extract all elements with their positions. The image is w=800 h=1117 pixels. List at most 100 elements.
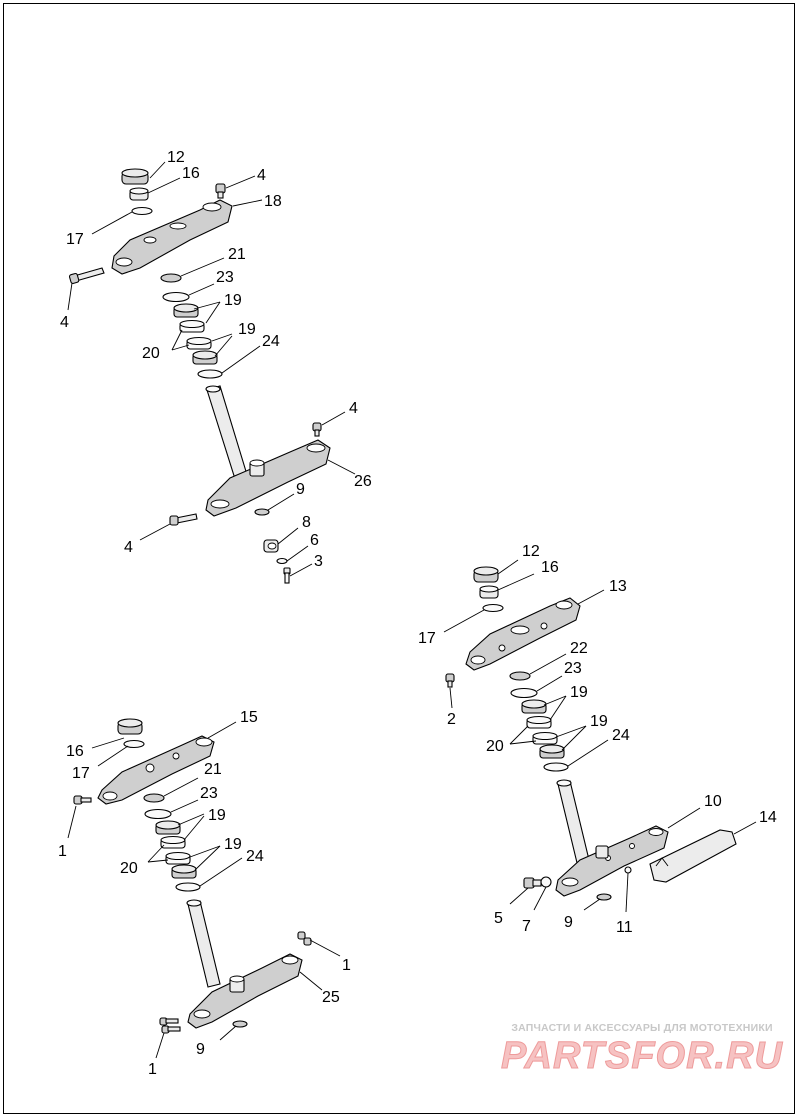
callout-label: 25 <box>322 989 340 1006</box>
part-bearing <box>192 350 218 365</box>
part-washer <box>482 603 504 613</box>
part-washer <box>540 876 552 888</box>
part-seal <box>160 273 182 283</box>
callout-label: 19 <box>238 321 256 338</box>
part-seal <box>509 671 531 681</box>
part-lower-clamp <box>555 779 669 897</box>
callout-label: 4 <box>60 314 69 331</box>
part-dust-shield <box>510 687 538 699</box>
part-seal <box>543 762 569 772</box>
part-bolt <box>312 422 322 437</box>
watermark: ЗАПЧАСТИ И АКСЕССУАРЫ ДЛЯ МОТОТЕХНИКИ PA… <box>492 1022 792 1078</box>
callout-label: 4 <box>124 539 133 556</box>
callout-label: 16 <box>66 743 84 760</box>
part-cover <box>649 829 737 883</box>
part-seal <box>143 793 165 803</box>
part-bolt <box>523 877 542 889</box>
callout-label: 16 <box>541 559 559 576</box>
part-screw <box>283 567 291 584</box>
callout-label: 26 <box>354 473 372 490</box>
callout-label: 16 <box>182 165 200 182</box>
part-bolt <box>159 1017 181 1034</box>
part-race <box>526 715 552 729</box>
watermark-logo: PARTSFOR.RU <box>501 1035 783 1078</box>
callout-label: 21 <box>228 246 246 263</box>
callout-label: 19 <box>208 807 226 824</box>
callout-label: 23 <box>216 269 234 286</box>
callout-label: 11 <box>616 919 633 936</box>
callout-label: 17 <box>72 765 90 782</box>
part-bolt <box>68 267 105 284</box>
part-bearing <box>155 820 181 835</box>
callout-label: 10 <box>704 793 722 810</box>
callout-label: 4 <box>257 167 266 184</box>
callout-label: 9 <box>564 914 573 931</box>
part-bolt <box>215 183 226 199</box>
callout-label: 19 <box>570 684 588 701</box>
part-nut <box>121 168 149 185</box>
part-bearing <box>521 699 547 714</box>
callout-label: 14 <box>759 809 777 826</box>
callout-label: 7 <box>522 918 531 935</box>
callout-label: 2 <box>447 711 456 728</box>
callout-label: 19 <box>224 836 242 853</box>
callout-label: 17 <box>418 630 436 647</box>
part-lower-clamp <box>205 385 331 517</box>
assembly-b: 12 16 13 17 22 23 2 19 19 20 24 10 14 5 … <box>418 543 777 936</box>
part-seal <box>197 369 223 379</box>
part-bolt <box>169 513 198 526</box>
part-upper-clamp <box>465 597 581 671</box>
callout-label: 23 <box>200 785 218 802</box>
callout-label: 20 <box>120 860 138 877</box>
part-bolt <box>297 931 312 946</box>
part-dust-shield <box>144 808 172 820</box>
part-bearing <box>539 744 565 759</box>
callout-label: 17 <box>66 231 84 248</box>
callout-label: 8 <box>302 514 311 531</box>
part-nut <box>117 718 143 735</box>
part-washer <box>131 206 153 216</box>
part-bolt <box>445 673 455 688</box>
callout-label: 9 <box>196 1041 205 1058</box>
callout-label: 23 <box>564 660 582 677</box>
callout-label: 15 <box>240 709 258 726</box>
callout-label: 9 <box>296 481 305 498</box>
callout-label: 20 <box>142 345 160 362</box>
part-race <box>179 319 205 333</box>
part-bolt <box>73 795 92 805</box>
callout-label: 20 <box>486 738 504 755</box>
callout-label: 4 <box>349 400 358 417</box>
callout-label: 3 <box>314 553 323 570</box>
part-upper-clamp <box>97 735 215 805</box>
part-race <box>186 336 212 350</box>
part-stop <box>263 539 279 553</box>
part-bearing <box>171 864 197 879</box>
part-seal <box>175 882 201 892</box>
callout-label: 24 <box>262 333 280 350</box>
watermark-tagline: ЗАПЧАСТИ И АКСЕССУАРЫ ДЛЯ МОТОТЕХНИКИ <box>511 1022 773 1034</box>
callout-label: 21 <box>204 761 222 778</box>
callout-label: 24 <box>246 848 264 865</box>
part-bearing <box>173 303 199 318</box>
part-washer <box>276 557 288 565</box>
callout-label: 12 <box>522 543 540 560</box>
part-plug <box>624 866 632 874</box>
assembly-c: 15 16 17 21 23 1 19 19 20 24 1 25 1 9 <box>58 709 351 1078</box>
part-washer <box>123 739 145 749</box>
callout-label: 18 <box>264 193 282 210</box>
part-lower-clamp <box>186 899 303 1029</box>
part-washer <box>232 1020 248 1028</box>
part-race <box>160 835 186 849</box>
part-spacer <box>479 585 499 599</box>
callout-label: 19 <box>224 292 242 309</box>
callout-label: 1 <box>148 1061 157 1078</box>
part-race <box>165 851 191 865</box>
callout-label: 13 <box>609 578 627 595</box>
assembly-a: 12 16 4 18 17 4 21 23 19 19 20 24 4 26 9… <box>60 149 372 584</box>
callout-label: 5 <box>494 910 503 927</box>
part-washer <box>254 508 270 516</box>
callout-label: 1 <box>58 843 67 860</box>
part-nut <box>473 566 499 583</box>
callout-label: 6 <box>310 532 319 549</box>
